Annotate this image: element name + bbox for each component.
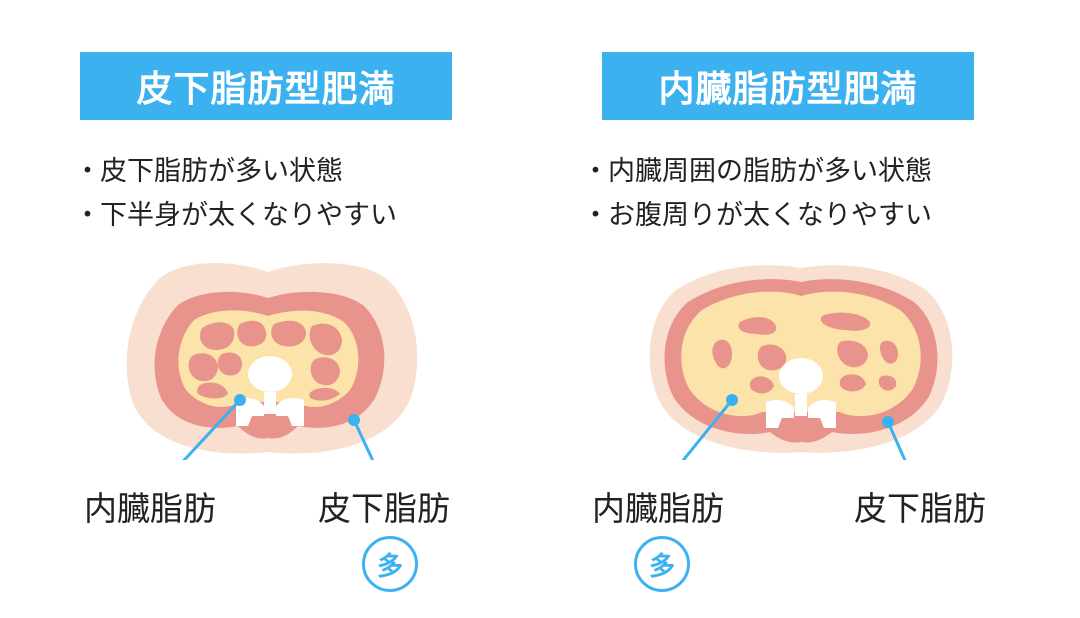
bullet-item: ・内臓周囲の脂肪が多い状態 [582,150,932,194]
panel-visceral-obesity: 内臓脂肪型肥満 ・内臓周囲の脂肪が多い状態 ・お腹周りが太くなりやすい [540,0,1080,618]
label-visceral-fat: 内臓脂肪 [592,489,724,528]
abdomen-cross-section-illustration [126,262,418,460]
bullet-dot: ・ [74,200,101,231]
visceral-pointer-line [681,399,734,460]
bullet-item: ・お腹周りが太くなりやすい [582,194,932,238]
bullet-item: ・下半身が太くなりやすい [74,194,397,238]
subcutaneous-pointer-line [352,419,375,460]
many-badge: 多 [634,536,690,592]
bullet-dot: ・ [582,156,609,187]
panel-title: 皮下脂肪型肥満 [80,52,452,120]
vertebra [766,358,836,428]
intestines [188,320,342,401]
bullet-item: ・皮下脂肪が多い状態 [74,150,397,194]
visceral-pointer-line [182,398,242,460]
many-badge: 多 [362,536,418,592]
panel-subcutaneous-obesity: 皮下脂肪型肥満 ・皮下脂肪が多い状態 ・下半身が太くなりやすい [74,52,452,592]
abdomen-cross-section-illustration [649,265,953,460]
subcutaneous-pointer-line [886,421,907,460]
bullet-dot: ・ [74,156,101,187]
intestines [712,312,898,394]
vertebra [236,356,304,426]
bullet-list: ・皮下脂肪が多い状態 ・下半身が太くなりやすい [74,150,397,238]
bullet-text: 皮下脂肪が多い状態 [100,156,343,187]
label-subcutaneous-fat: 皮下脂肪 [854,489,986,528]
panel-title: 内臓脂肪型肥満 [602,52,974,120]
bullet-text: お腹周りが太くなりやすい [608,200,932,231]
bullet-list: ・内臓周囲の脂肪が多い状態 ・お腹周りが太くなりやすい [582,150,932,238]
bullet-text: 下半身が太くなりやすい [100,200,397,231]
label-subcutaneous-fat: 皮下脂肪 [318,489,450,528]
bullet-text: 内臓周囲の脂肪が多い状態 [608,156,932,187]
label-visceral-fat: 内臓脂肪 [84,489,216,528]
bullet-dot: ・ [582,200,609,231]
